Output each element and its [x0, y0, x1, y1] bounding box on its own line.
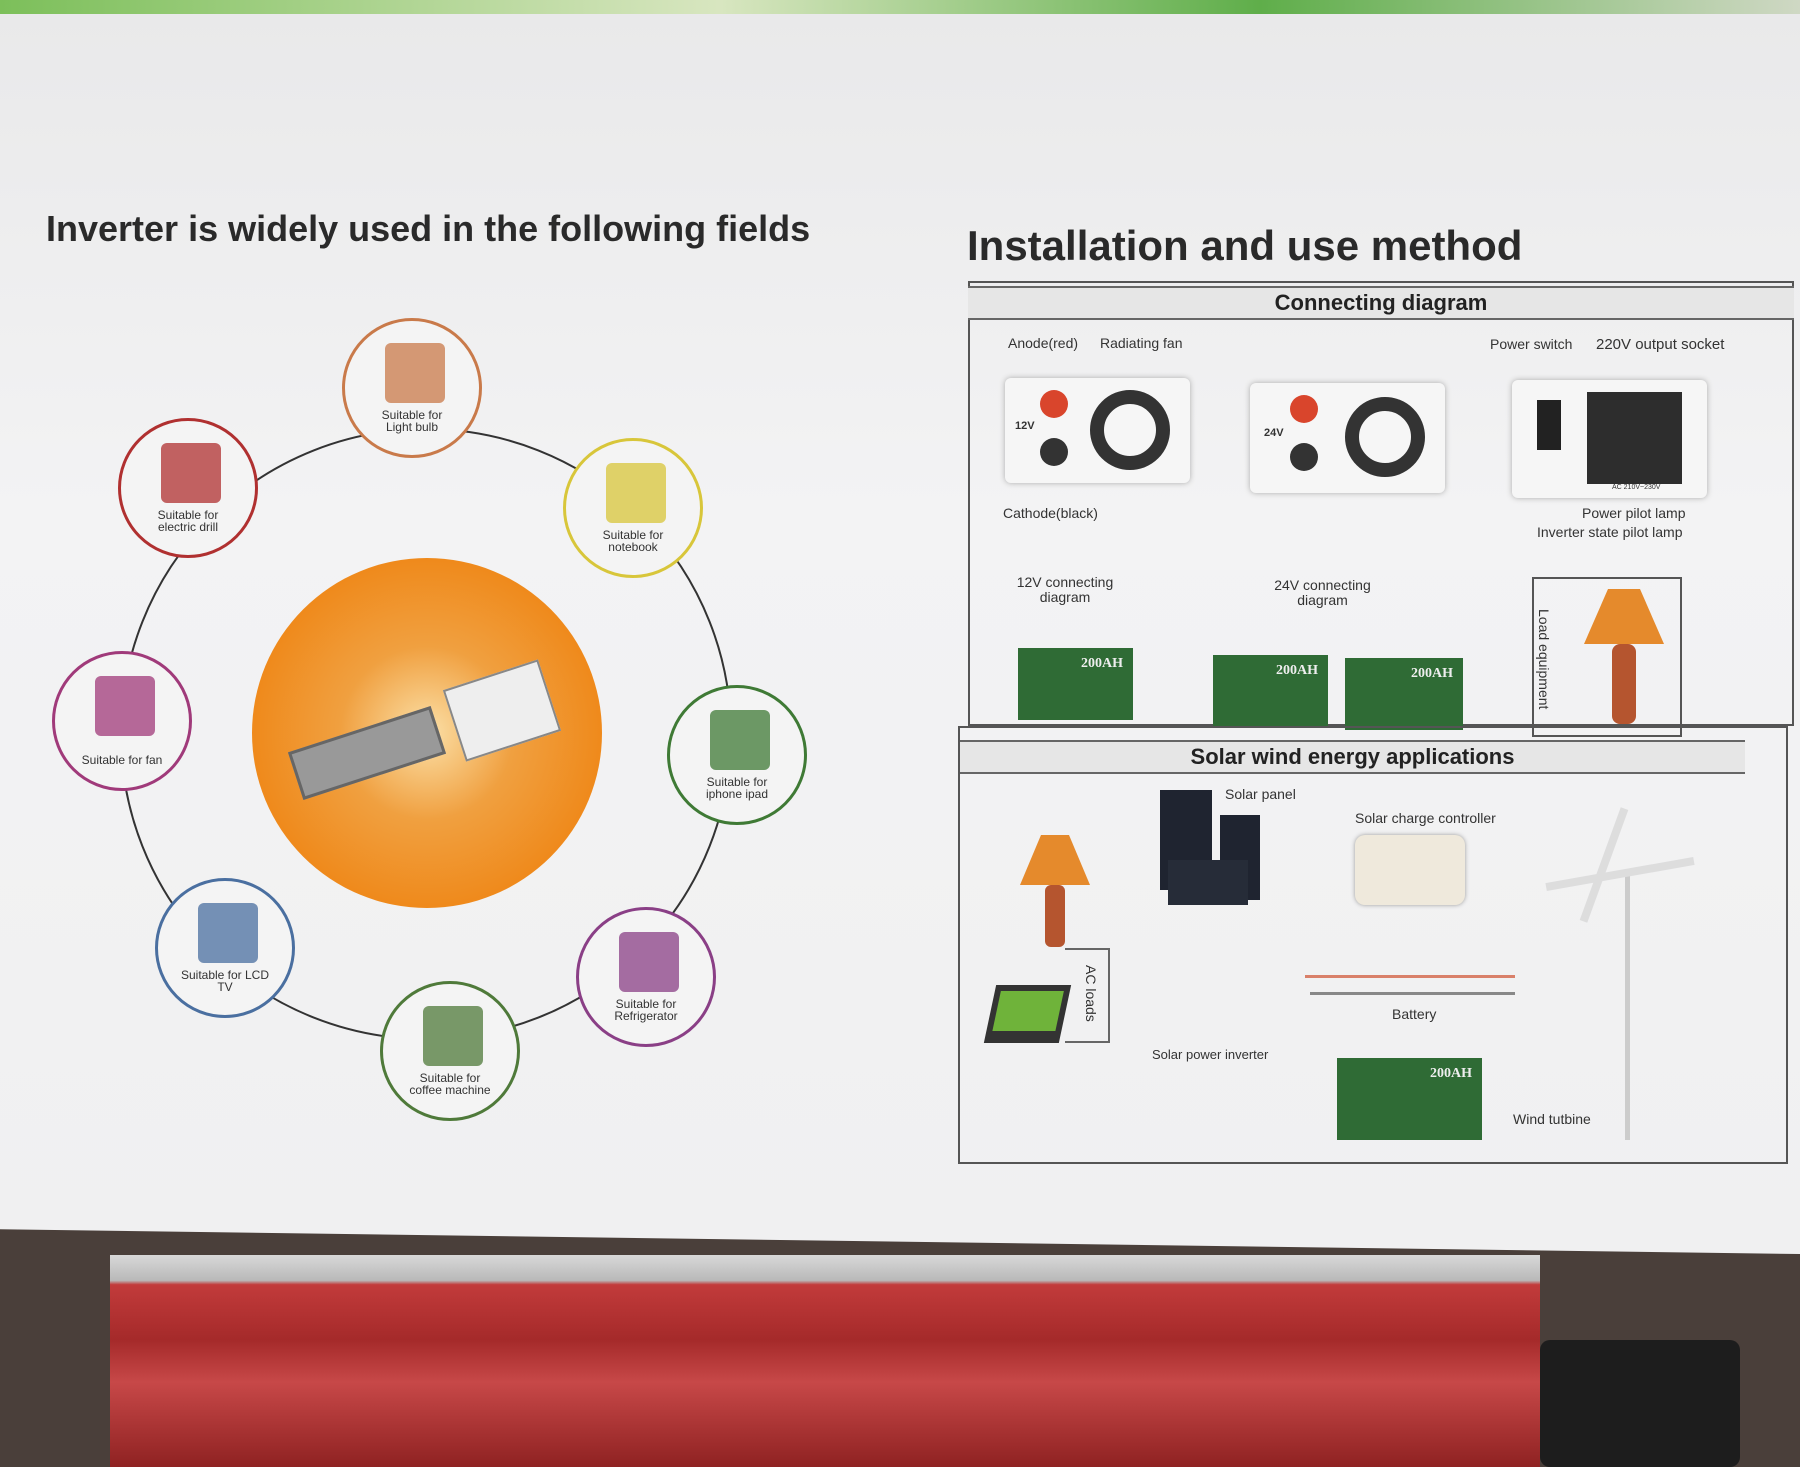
- charge-controller-label: Solar charge controller: [1355, 810, 1496, 826]
- background-top: [0, 0, 1800, 16]
- application-label: Suitable for Refrigerator: [614, 997, 678, 1023]
- battery-24v-1: 200AH: [1213, 655, 1328, 727]
- coffee-machine-icon: [423, 1006, 483, 1066]
- application-coffee-machine: Suitable for coffee machine: [380, 981, 520, 1121]
- cathode-terminal: [1040, 438, 1068, 466]
- radiating-fan-label: Radiating fan: [1100, 335, 1183, 351]
- right-title: Installation and use method: [967, 222, 1523, 269]
- diagram-24v-label: 24V connecting diagram: [1274, 577, 1371, 608]
- battery-icon: [442, 659, 562, 762]
- application-laptop: Suitable for notebook: [563, 438, 703, 578]
- application-label: Suitable for electric drill: [157, 508, 219, 534]
- application-label: Suitable for coffee machine: [409, 1071, 491, 1097]
- solar-header: Solar wind energy applications: [960, 740, 1745, 774]
- laptop-icon: [606, 463, 666, 523]
- anode-terminal: [1290, 395, 1318, 423]
- application-label: Suitable for iphone ipad: [705, 775, 769, 801]
- application-tv: Suitable for LCD TV: [155, 878, 295, 1018]
- wire-red: [1305, 975, 1515, 978]
- inverter-center-image: [252, 558, 602, 908]
- ac-loads-wire: [1065, 948, 1110, 1043]
- fan-icon: [1345, 397, 1425, 477]
- lamp-base: [1045, 885, 1065, 947]
- solar-panel-label: Solar panel: [1225, 786, 1296, 802]
- power-pilot-lamp-label: Power pilot lamp: [1582, 505, 1686, 521]
- inverter-panel-24v: 24V: [1250, 383, 1445, 493]
- power-switch: [1537, 400, 1561, 450]
- inverter-panel-ac: AC 210V~230V: [1512, 380, 1707, 498]
- connecting-diagram-header: Connecting diagram: [968, 286, 1794, 320]
- solar-battery: 200AH: [1337, 1058, 1482, 1140]
- inverter-terminal: [1540, 1340, 1740, 1467]
- application-refrigerator: Suitable for Refrigerator: [576, 907, 716, 1047]
- cathode-label: Cathode(black): [1003, 505, 1098, 521]
- lamp-base: [1612, 644, 1636, 724]
- wind-turbine-label: Wind tutbine: [1513, 1111, 1591, 1127]
- tablet-phone-icon: [710, 710, 770, 770]
- battery-label: Battery: [1392, 1006, 1437, 1022]
- output-socket: [1587, 392, 1682, 484]
- anode-terminal: [1040, 390, 1068, 418]
- ac-loads-label: AC loads: [1083, 965, 1099, 1022]
- charge-controller-icon: [1355, 835, 1465, 905]
- output-socket-label: 220V output socket: [1596, 336, 1725, 353]
- application-label: Suitable for fan: [81, 753, 163, 767]
- left-title: Inverter is widely used in the following…: [46, 208, 811, 249]
- tv-icon: [198, 903, 258, 963]
- fan-icon: [1090, 390, 1170, 470]
- lamp-icon: [1584, 589, 1664, 644]
- application-fan: Suitable for fan: [52, 651, 192, 791]
- inverter-device: [110, 1255, 1540, 1467]
- fan-icon: [95, 676, 155, 736]
- state-pilot-lamp-label: Inverter state pilot lamp: [1537, 524, 1683, 540]
- application-light-bulb: Suitable for Light bulb: [342, 318, 482, 458]
- solar-inverter-label: Solar power inverter: [1152, 1047, 1269, 1062]
- load-equipment-label: Load equipment: [1536, 609, 1552, 710]
- laptop-icon: [983, 985, 1072, 1043]
- solar-frame: [958, 726, 1788, 1164]
- battery-12v: 200AH: [1018, 648, 1133, 720]
- refrigerator-icon: [619, 932, 679, 992]
- diagram-12v-label: 12V connecting diagram: [1016, 574, 1114, 605]
- application-label: Suitable for LCD TV: [180, 968, 270, 994]
- wire-gray: [1310, 992, 1515, 995]
- application-tablet-phone: Suitable for iphone ipad: [667, 685, 807, 825]
- application-label: Suitable for notebook: [602, 528, 664, 554]
- solar-panel-icon: [1168, 860, 1248, 905]
- power-switch-label: Power switch: [1490, 336, 1573, 352]
- inverter-icon: [287, 706, 447, 800]
- application-label: Suitable for Light bulb: [381, 408, 443, 434]
- cathode-terminal: [1290, 443, 1318, 471]
- wind-turbine-tower: [1625, 870, 1630, 1140]
- load-equipment-frame: Load equipment: [1532, 577, 1682, 737]
- inverter-panel-12v: 12V: [1005, 378, 1190, 483]
- anode-label: Anode(red): [1008, 335, 1079, 351]
- drill-icon: [161, 443, 221, 503]
- battery-24v-2: 200AH: [1345, 658, 1463, 730]
- light-bulb-icon: [385, 343, 445, 403]
- application-drill: Suitable for electric drill: [118, 418, 258, 558]
